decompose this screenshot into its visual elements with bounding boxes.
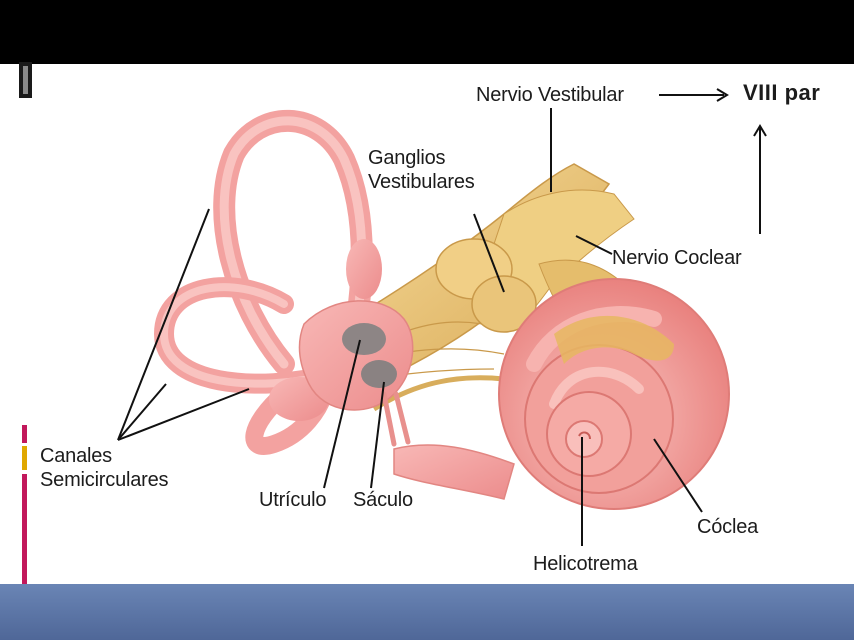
label-leader-lines xyxy=(117,88,767,546)
accent-bar-gold xyxy=(22,446,27,470)
slide-bottom-band xyxy=(0,584,854,640)
label-saculo: Sáculo xyxy=(353,489,413,511)
label-vestibulares: Vestibulares xyxy=(368,171,475,193)
inner-ear-illustration xyxy=(117,88,767,546)
utricle xyxy=(342,323,386,355)
saccule xyxy=(361,360,397,388)
accent-bar-magenta-top xyxy=(22,425,27,443)
accent-bar-magenta xyxy=(22,474,27,584)
label-canales: Canales xyxy=(40,445,112,467)
slide-corner-mark xyxy=(19,62,32,98)
label-semicirculares: Semicirculares xyxy=(40,469,169,491)
slide-top-band xyxy=(0,0,854,64)
cochlea xyxy=(393,278,730,510)
label-coclea: Cóclea xyxy=(697,516,759,538)
label-helicotrema: Helicotrema xyxy=(533,553,638,575)
label-utriculo: Utrículo xyxy=(259,489,327,511)
inner-ear-figure: Nervio Vestibular VIII par Ganglios Vest… xyxy=(34,64,854,584)
slide-left-strip xyxy=(0,64,34,584)
label-ganglios: Ganglios xyxy=(368,147,446,169)
label-nervio-vestibular: Nervio Vestibular xyxy=(476,84,624,106)
label-viii-par: VIII par xyxy=(743,80,821,105)
label-nervio-coclear: Nervio Coclear xyxy=(612,247,742,269)
vestibular-ganglia xyxy=(435,238,537,333)
